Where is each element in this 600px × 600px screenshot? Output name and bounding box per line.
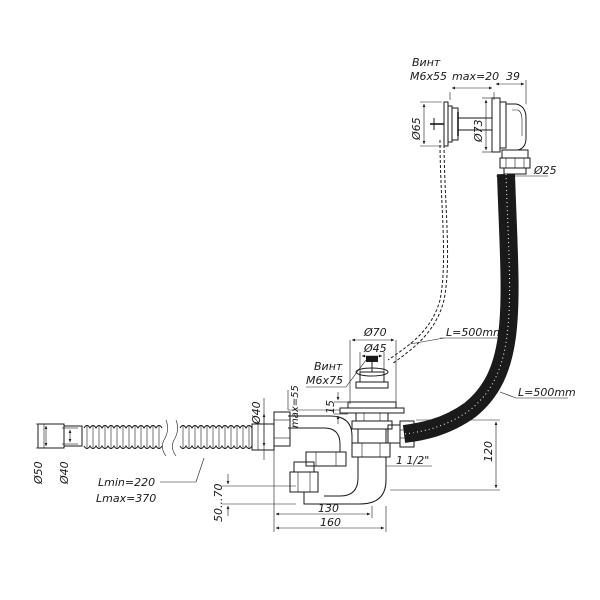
dim-15-label: 15 xyxy=(324,400,337,414)
screw-top-word: Винт xyxy=(412,56,441,69)
dia-50-label: Ø50 xyxy=(32,461,45,485)
lmin-label: Lmin=220 xyxy=(98,476,155,489)
screw-mid-size: M6x75 xyxy=(306,374,343,387)
lmax-label: Lmax=370 xyxy=(96,492,156,505)
dia-73-label: Ø73 xyxy=(472,119,485,143)
overflow-hose xyxy=(402,173,519,443)
hose-edge xyxy=(83,445,163,449)
range-50-70-label: 50...70 xyxy=(212,484,225,522)
dia-40-left-label: Ø40 xyxy=(58,461,71,485)
dia-65-label: Ø65 xyxy=(410,117,423,141)
cable-length-label: L=500mm xyxy=(446,326,504,339)
overflow-assembly xyxy=(430,97,531,175)
dimension-labels: Винт M6x55 max=20 39 Ø65 Ø73 Ø25 L=500mm… xyxy=(32,56,576,529)
max-55-label: max=55 xyxy=(290,385,301,428)
max-20-label: max=20 xyxy=(452,70,499,83)
dia-25-label: Ø25 xyxy=(533,164,557,177)
screw-mid-word: Винт xyxy=(314,360,343,373)
dim-120-label: 120 xyxy=(482,441,495,462)
screw-top-size: M6x55 xyxy=(410,70,447,83)
drain-cable xyxy=(387,139,449,365)
drain-assembly xyxy=(339,356,415,458)
dim-39-label: 39 xyxy=(506,70,520,83)
dia-45-label: Ø45 xyxy=(363,342,387,355)
dimension-lines xyxy=(36,80,568,532)
dim-130-label: 130 xyxy=(318,502,339,515)
dim-160-label: 160 xyxy=(320,516,341,529)
thread-label: 1 1/2" xyxy=(396,454,429,467)
hose-edge xyxy=(83,425,163,429)
hose-length-label: L=500mm xyxy=(518,386,576,399)
hose-edge xyxy=(179,445,253,449)
outlet-hose xyxy=(37,419,275,457)
hose-edge xyxy=(179,425,253,429)
dia-70-label: Ø70 xyxy=(363,326,387,339)
dia-40-mid-label: Ø40 xyxy=(250,401,263,425)
siphon-trap xyxy=(273,411,387,505)
